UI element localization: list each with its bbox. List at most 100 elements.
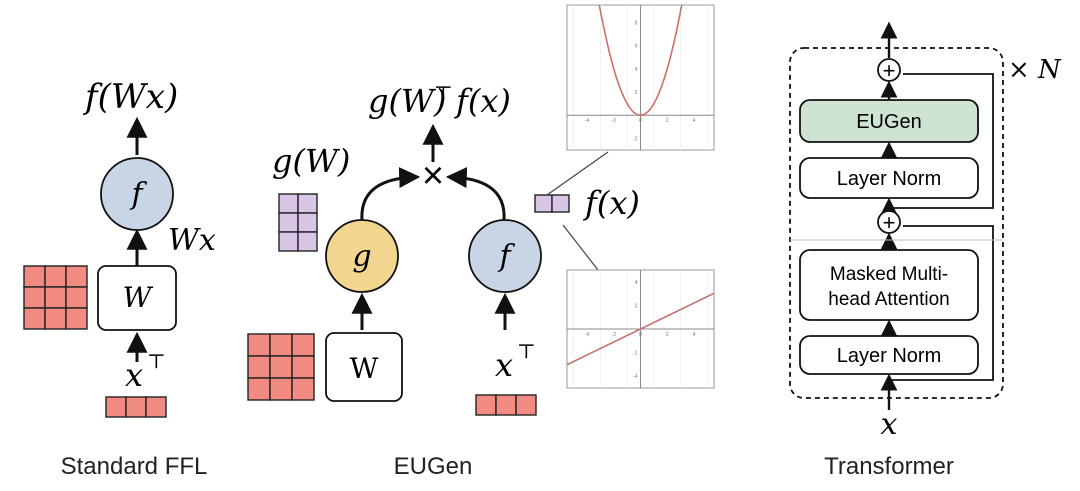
parabola-plot-y-tick: -2 bbox=[633, 136, 638, 142]
transformer-attention-label-line1: Masked Multi- bbox=[830, 264, 948, 285]
linear-plot-y-tick: -2 bbox=[633, 351, 638, 357]
eugen-output-label: g(W) bbox=[368, 82, 446, 120]
gw-matrix-cell bbox=[278, 212, 299, 233]
eugen-weight-cell bbox=[291, 377, 315, 401]
eugen-weight-cell bbox=[247, 333, 271, 357]
transformer-panel: × N + EUGen Layer Norm + Masked Multi- h… bbox=[789, 21, 1062, 480]
ffl-weight-cell bbox=[23, 265, 46, 288]
linear-plot-curve bbox=[566, 292, 715, 366]
eugen-input-cell bbox=[495, 394, 517, 416]
eugen-callout-bottom bbox=[562, 224, 599, 271]
linear-plot-x-tick: -4 bbox=[585, 332, 590, 338]
eugen-weight-cell bbox=[269, 355, 293, 379]
eugen-weight-matrix bbox=[247, 333, 315, 401]
transformer-add-mid-symbol: + bbox=[883, 210, 896, 235]
transformer-layernorm-bottom-label: Layer Norm bbox=[837, 345, 941, 367]
transformer-caption: Transformer bbox=[824, 453, 954, 480]
linear-plot-x-tick: -2 bbox=[612, 332, 617, 338]
ffl-input-label: x bbox=[125, 356, 143, 394]
eugen-g-node bbox=[325, 219, 399, 293]
transformer-attention-label-line2: head Attention bbox=[828, 289, 950, 310]
parabola-plot-y-tick: 2 bbox=[635, 90, 638, 96]
eugen-gw-matrix bbox=[278, 193, 318, 252]
transformer-add-top-symbol: + bbox=[883, 58, 896, 83]
ffl-weight-cell bbox=[65, 307, 88, 330]
ffl-weight-cell bbox=[23, 286, 46, 309]
ffl-w-box-label: W bbox=[123, 281, 154, 314]
gw-matrix-cell bbox=[297, 193, 318, 214]
parabola-plot-y-tick: 4 bbox=[635, 67, 638, 73]
eugen-input-label: x bbox=[495, 346, 513, 384]
parabola-plot-x-tick: 0 bbox=[639, 118, 642, 124]
transformer-input-label: x bbox=[881, 407, 898, 442]
parabola-plot-x-tick: -4 bbox=[585, 118, 590, 124]
eugen-arrow-f-to-multiply bbox=[445, 167, 506, 221]
gw-matrix-cell bbox=[278, 193, 299, 214]
eugen-panel: g(W) ⊤ f(x) × g(W) g f W x ⊤ f(x) EUGen … bbox=[247, 4, 715, 480]
eugen-w-box-label: W bbox=[350, 352, 379, 385]
eugen-g-node-label: g bbox=[352, 239, 371, 274]
eugen-w-box bbox=[325, 332, 403, 402]
transformer-dashed-frame bbox=[789, 47, 1004, 399]
eugen-weight-cell bbox=[269, 377, 293, 401]
ffl-weight-matrix bbox=[23, 265, 88, 330]
eugen-weight-cell bbox=[269, 333, 293, 357]
ffl-weight-cell bbox=[44, 307, 67, 330]
parabola-plot-curve bbox=[598, 5, 683, 116]
transformer-residual-upper bbox=[889, 73, 994, 209]
eugen-weight-cell bbox=[247, 355, 271, 379]
transformer-eugen-block-label: EUGen bbox=[856, 111, 922, 133]
eugen-arrow-g-to-multiply bbox=[360, 167, 421, 221]
linear-plot-x-tick: 0 bbox=[639, 332, 642, 338]
linear-plot-x-tick: 4 bbox=[693, 332, 696, 338]
standard-ffl-panel: f(Wx) f Wx W x ⊤ Standard FFL bbox=[23, 77, 216, 480]
linear-plot-y-tick: -4 bbox=[633, 374, 638, 380]
parabola-plot-x-tick: -2 bbox=[612, 118, 617, 124]
eugen-weight-cell bbox=[291, 333, 315, 357]
linear-plot: -4 -2 0 2 4 4 2 -2 -4 bbox=[566, 269, 715, 389]
ffl-weight-cell bbox=[65, 265, 88, 288]
ffl-weight-cell bbox=[65, 286, 88, 309]
fx-vector-cell bbox=[551, 194, 570, 213]
ffl-weight-cell bbox=[23, 307, 46, 330]
ffl-input-sup: ⊤ bbox=[147, 349, 166, 373]
eugen-gw-label: g(W) bbox=[272, 142, 350, 180]
ffl-w-box bbox=[97, 265, 177, 331]
ffl-caption: Standard FFL bbox=[61, 453, 208, 480]
linear-plot-y-tick: 4 bbox=[635, 280, 638, 286]
ffl-output-label: f(Wx) bbox=[82, 77, 178, 117]
eugen-f-node bbox=[468, 219, 542, 293]
gw-matrix-cell bbox=[297, 231, 318, 252]
ffl-weight-cell bbox=[44, 265, 67, 288]
linear-plot-y-tick: 2 bbox=[635, 303, 638, 309]
eugen-weight-cell bbox=[247, 377, 271, 401]
eugen-fx-vector bbox=[534, 194, 570, 213]
eugen-fx-label: f(x) bbox=[583, 184, 640, 222]
fx-vector-cell bbox=[534, 194, 553, 213]
parabola-plot-x-tick: 2 bbox=[666, 118, 669, 124]
parabola-plot-y-tick: 6 bbox=[635, 44, 638, 50]
parabola-plot-y-tick: 8 bbox=[635, 20, 638, 26]
eugen-input-sup: ⊤ bbox=[517, 339, 536, 363]
transformer-layernorm-top-label: Layer Norm bbox=[837, 168, 941, 190]
eugen-weight-cell bbox=[291, 355, 315, 379]
gw-matrix-cell bbox=[297, 212, 318, 233]
ffl-input-cell bbox=[125, 396, 147, 418]
eugen-input-cell bbox=[515, 394, 537, 416]
eugen-caption: EUGen bbox=[394, 453, 473, 480]
eugen-callout-top bbox=[546, 151, 609, 196]
ffl-input-vector bbox=[105, 396, 167, 418]
ffl-input-cell bbox=[145, 396, 167, 418]
ffl-input-cell bbox=[105, 396, 127, 418]
eugen-output-tail: f(x) bbox=[454, 82, 511, 120]
parabola-plot-x-tick: 4 bbox=[693, 118, 696, 124]
parabola-plot: -4 -2 0 2 4 8 6 4 2 -2 bbox=[566, 4, 715, 151]
linear-plot-x-tick: 2 bbox=[666, 332, 669, 338]
gw-matrix-cell bbox=[278, 231, 299, 252]
transformer-residual-lower bbox=[889, 225, 994, 381]
transformer-repeat-label: × N bbox=[1008, 55, 1062, 85]
ffl-wx-label: Wx bbox=[168, 223, 216, 258]
eugen-input-vector bbox=[475, 394, 537, 416]
eugen-input-cell bbox=[475, 394, 497, 416]
